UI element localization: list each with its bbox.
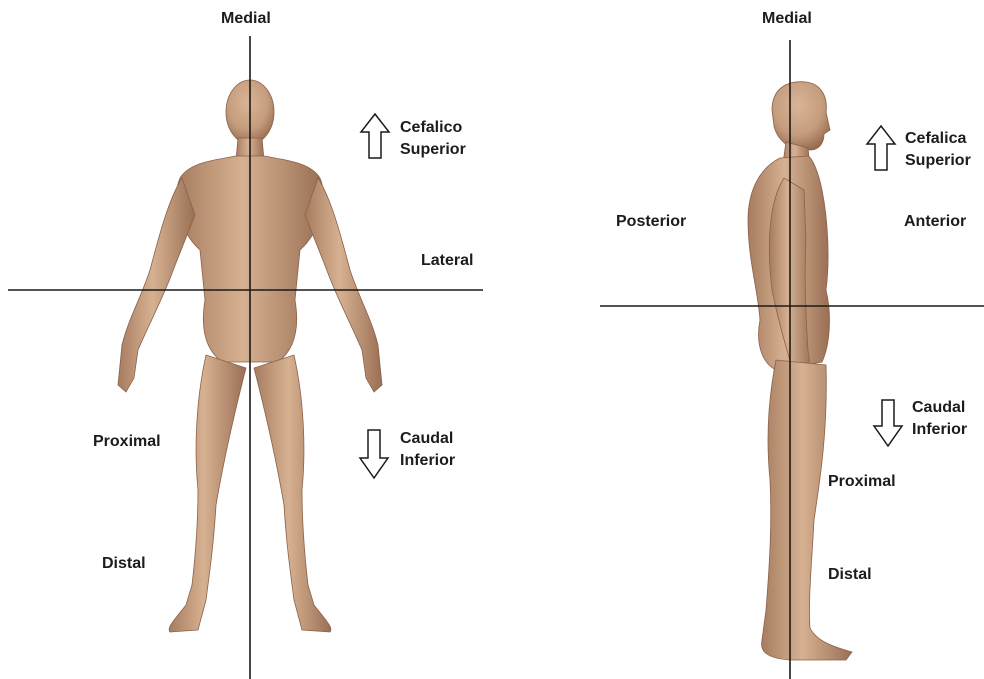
side-legs bbox=[762, 360, 852, 660]
front-medial-label: Medial bbox=[221, 10, 271, 28]
front-left-arm bbox=[118, 178, 195, 392]
side-cephalic-line2: Superior bbox=[905, 150, 971, 172]
front-lateral-label: Lateral bbox=[421, 252, 473, 270]
side-caudal-label: Caudal Inferior bbox=[912, 397, 967, 441]
front-right-leg bbox=[254, 355, 331, 632]
front-distal-label: Distal bbox=[102, 555, 146, 573]
side-anterior-label: Anterior bbox=[904, 213, 966, 231]
front-caudal-label: Caudal Inferior bbox=[400, 428, 455, 472]
side-up-arrow-icon bbox=[867, 126, 895, 170]
side-caudal-line1: Caudal bbox=[912, 397, 967, 419]
front-cephalic-line1: Cefalico bbox=[400, 117, 466, 139]
side-posterior-label: Posterior bbox=[616, 213, 686, 231]
front-cephalic-line2: Superior bbox=[400, 139, 466, 161]
front-cephalic-label: Cefalico Superior bbox=[400, 117, 466, 161]
side-distal-label: Distal bbox=[828, 566, 872, 584]
side-caudal-line2: Inferior bbox=[912, 419, 967, 441]
side-cephalic-line1: Cefalica bbox=[905, 128, 971, 150]
front-left-leg bbox=[169, 355, 246, 632]
front-up-arrow-icon bbox=[361, 114, 389, 158]
side-proximal-label: Proximal bbox=[828, 473, 896, 491]
front-right-arm bbox=[305, 178, 382, 392]
side-medial-label: Medial bbox=[762, 10, 812, 28]
front-caudal-line1: Caudal bbox=[400, 428, 455, 450]
front-proximal-label: Proximal bbox=[93, 433, 161, 451]
side-down-arrow-icon bbox=[874, 400, 902, 446]
front-down-arrow-icon bbox=[360, 430, 388, 478]
side-cephalic-label: Cefalica Superior bbox=[905, 128, 971, 172]
side-head bbox=[772, 82, 830, 150]
front-caudal-line2: Inferior bbox=[400, 450, 455, 472]
